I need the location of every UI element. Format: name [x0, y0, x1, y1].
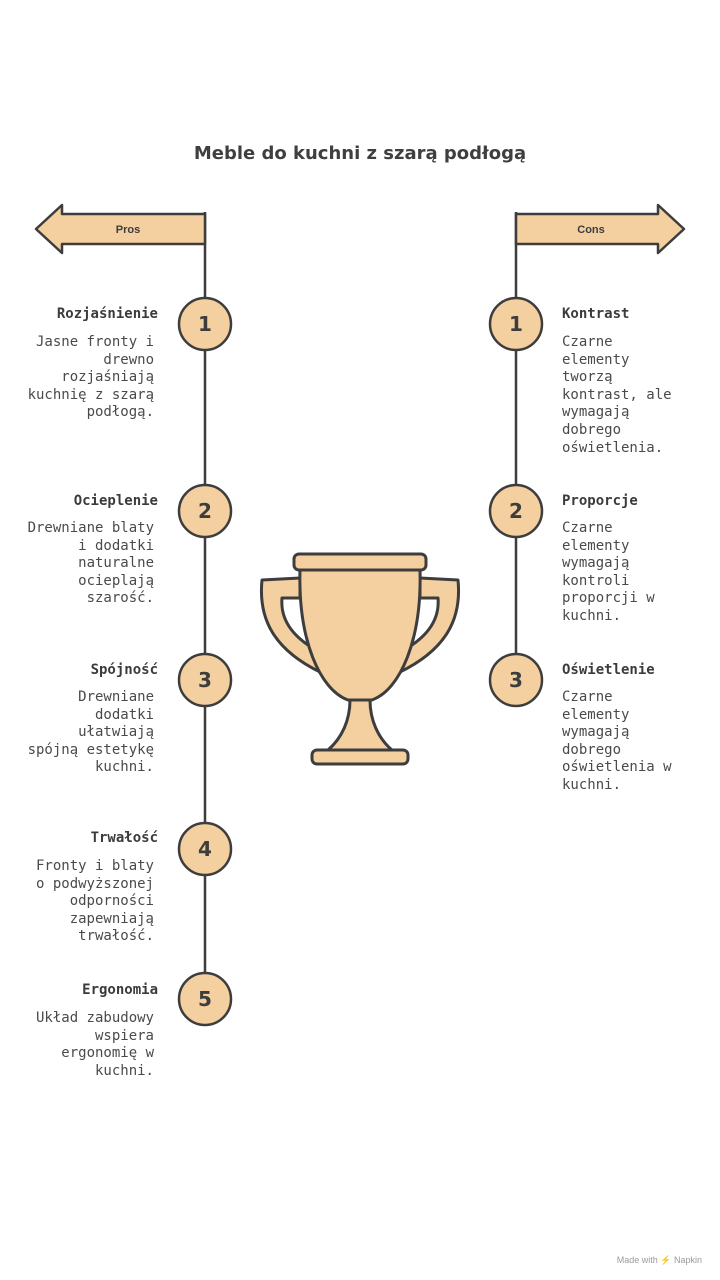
pros-item-desc: Układ zabudowy wspiera ergonomię w kuchn… — [35, 1010, 154, 1079]
pros-label: Pros — [116, 224, 140, 236]
cons-item-desc: Czarne elementy wymagają dobrego oświetl… — [562, 689, 672, 793]
step-number: 1 — [198, 312, 212, 336]
pros-item-title: Spójność — [90, 662, 158, 678]
step-number: 3 — [509, 668, 523, 692]
footer-credit: Made with ⚡ Napkin — [616, 1255, 702, 1265]
pros-step-1: 1 — [177, 296, 233, 352]
cons-step-1: 1 — [488, 296, 544, 352]
pros-item-title: Ergonomia — [82, 982, 158, 998]
step-number: 5 — [198, 987, 212, 1011]
pros-item-desc: Fronty i blaty o podwyższonej odporności… — [35, 858, 154, 945]
cons-item-desc: Czarne elementy tworzą kontrast, ale wym… — [562, 334, 672, 456]
trophy-icon — [259, 552, 461, 766]
step-number: 3 — [198, 668, 212, 692]
pros-step-3: 3 — [177, 652, 233, 708]
cons-label: Cons — [577, 224, 605, 236]
cons-item-title: Kontrast — [562, 306, 630, 322]
cons-arrow: Cons — [514, 203, 686, 255]
pros-item-desc: Drewniane blaty i dodatki naturalne ocie… — [27, 520, 154, 607]
pros-item-desc: Jasne fronty i drewno rozjaśniają kuchni… — [27, 334, 154, 421]
pros-item-title: Trwałość — [90, 830, 158, 846]
step-number: 4 — [198, 837, 212, 861]
step-number: 1 — [509, 312, 523, 336]
cons-step-3: 3 — [488, 652, 544, 708]
cons-step-2: 2 — [488, 483, 544, 539]
page-title: Meble do kuchni z szarą podłogą — [193, 143, 527, 164]
cons-item-title: Oświetlenie — [562, 662, 655, 678]
step-number: 2 — [509, 499, 523, 523]
pros-item-title: Ocieplenie — [73, 493, 158, 509]
pros-step-5: 5 — [177, 971, 233, 1027]
pros-item-desc: Drewniane dodatki ułatwiają spójną estet… — [27, 689, 154, 776]
step-number: 2 — [198, 499, 212, 523]
pros-step-2: 2 — [177, 483, 233, 539]
pros-step-4: 4 — [177, 821, 233, 877]
pros-item-title: Rozjaśnienie — [56, 306, 158, 322]
pros-arrow: Pros — [34, 203, 207, 255]
cons-item-title: Proporcje — [562, 493, 638, 509]
cons-item-desc: Czarne elementy wymagają kontroli propor… — [562, 520, 655, 624]
